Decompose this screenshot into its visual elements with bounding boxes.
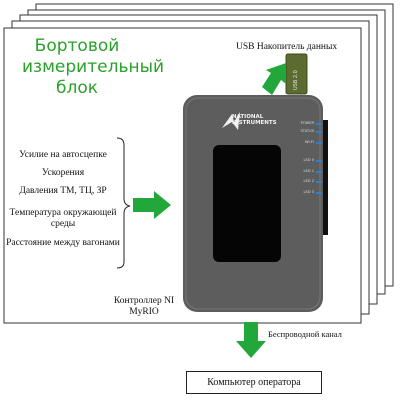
param-coupler-force: Усилие на автосцепке (19, 150, 107, 160)
device-side-connector (321, 120, 328, 235)
wireless-arrow (236, 322, 266, 358)
wireless-label: Беспроводной канал (268, 329, 342, 339)
param-pressures: Давления ТМ, ТЦ, ЗР (19, 186, 107, 196)
led-column (316, 123, 322, 194)
led-label-wifi: WI-FI (304, 140, 314, 144)
brand-line-1: NATIONAL (232, 114, 264, 120)
usb-drive-text: USB 2.0 (293, 70, 299, 90)
title-line-2: измерительный (22, 57, 165, 77)
block-title: Бортовой измерительный блок (22, 36, 165, 99)
param-acceleration: Ускорения (41, 168, 85, 178)
device-screen (213, 145, 281, 262)
ni-logo-icon (222, 112, 240, 130)
operator-pc-box: Компьютер оператора (186, 371, 322, 394)
led-label-led2: LED 2 (303, 179, 314, 183)
controller-label: Контроллер NI MyRIO (113, 296, 175, 317)
usb-drive (286, 54, 307, 94)
param-temperature: Температура окружающей среды (9, 208, 117, 229)
led-label-status: STATUS (300, 129, 314, 133)
led-label-led3: LED 3 (303, 190, 314, 194)
param-distance: Расстояние между вагонами (6, 238, 120, 248)
led-label-power: POWER (300, 121, 314, 125)
led-label-led0: LED 0 (303, 158, 314, 162)
usb-label: USB Накопитель данных (236, 42, 338, 52)
led-label-led1: LED 1 (303, 169, 314, 173)
device-brand: NATIONAL INSTRUMENTS (232, 114, 277, 126)
input-arrow (133, 191, 171, 219)
title-line-1: Бортовой (34, 36, 120, 56)
parameters-brace (116, 137, 131, 269)
title-line-3: блок (55, 78, 99, 98)
brand-line-2: INSTRUMENTS (232, 120, 277, 126)
usb-arrow (262, 63, 286, 95)
